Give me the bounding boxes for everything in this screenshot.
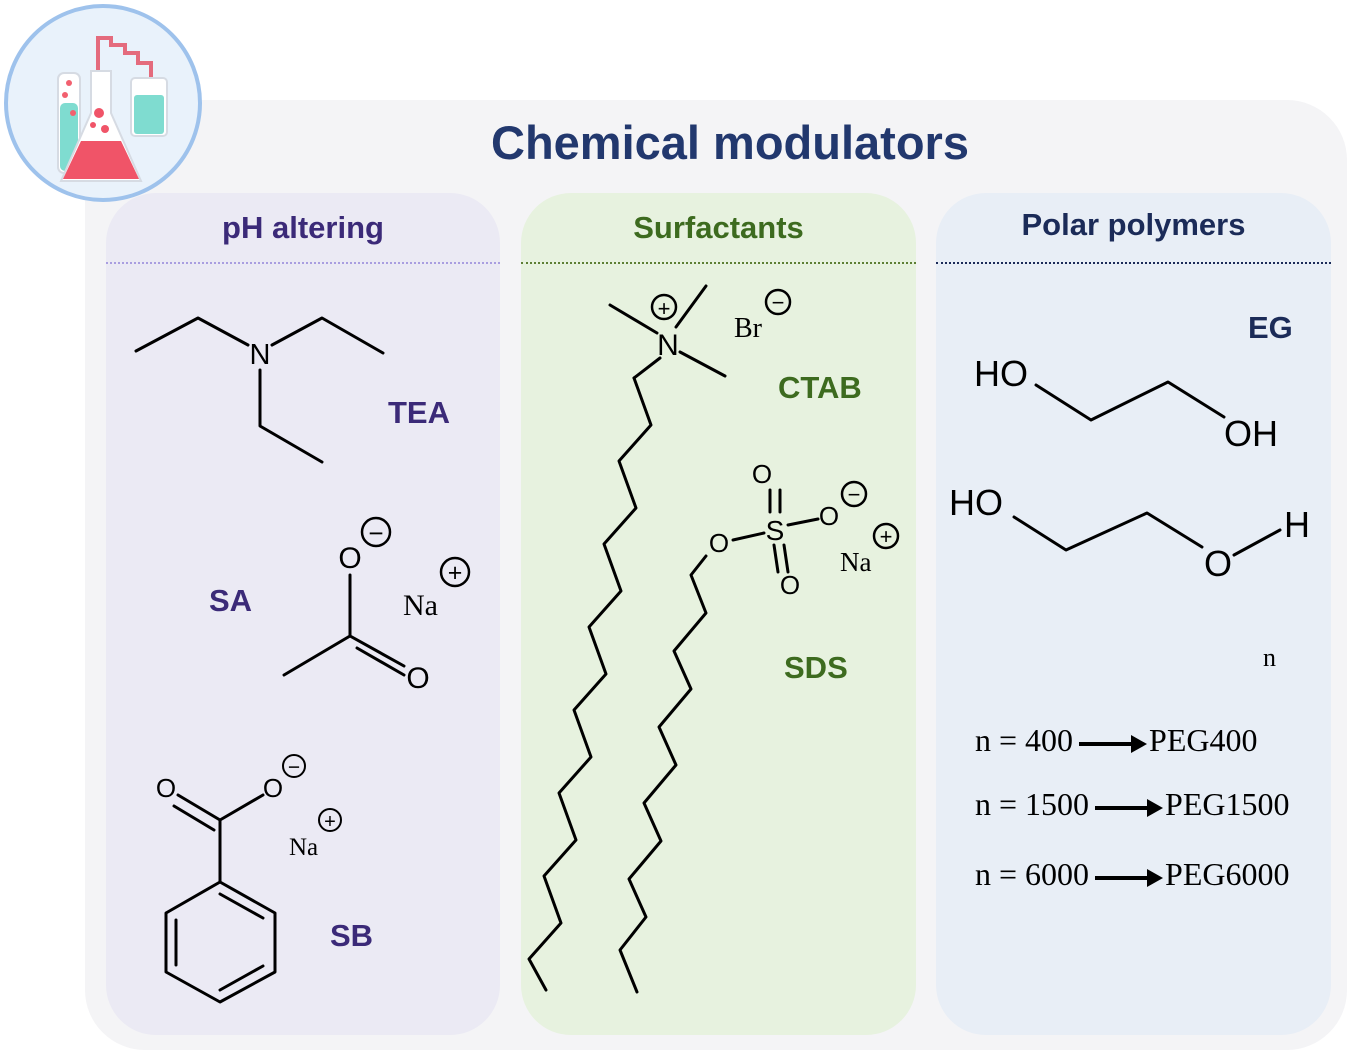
peg-name: PEG400 xyxy=(1149,722,1258,758)
arrow-icon xyxy=(1095,868,1164,887)
arrow-icon xyxy=(1095,798,1164,817)
label-eg: EG xyxy=(1248,310,1293,345)
surfactants-title: Surfactants xyxy=(633,210,804,245)
arrow-icon xyxy=(1079,734,1148,753)
label-ctab: CTAB xyxy=(778,370,862,405)
label-sa: SA xyxy=(209,583,253,618)
surfactants-panel: Surfactants xyxy=(521,193,916,1035)
ph-divider xyxy=(106,262,500,264)
peg-name: PEG1500 xyxy=(1165,786,1290,822)
lab-flask-icon xyxy=(4,4,202,202)
main-title: Chemical modulators xyxy=(491,116,969,169)
ph-altering-panel: pH altering xyxy=(106,193,500,1035)
peg-n-value: n = 6000 xyxy=(975,856,1090,892)
ph-altering-title: pH altering xyxy=(222,210,384,245)
peg-row: n = 6000 PEG6000 xyxy=(975,856,1290,893)
peg-row: n = 1500 PEG1500 xyxy=(975,786,1290,823)
label-sds: SDS xyxy=(784,650,848,685)
surfactants-divider xyxy=(521,262,916,264)
polymers-divider xyxy=(936,262,1331,264)
label-sb: SB xyxy=(330,918,374,953)
polar-polymers-title: Polar polymers xyxy=(1021,207,1246,242)
peg-row: n = 400 PEG400 xyxy=(975,722,1258,759)
peg-n-value: n = 1500 xyxy=(975,786,1090,822)
label-tea: TEA xyxy=(388,395,450,430)
polar-polymers-panel: Polar polymers xyxy=(936,193,1331,1035)
peg-n-value: n = 400 xyxy=(975,722,1074,758)
peg-name: PEG6000 xyxy=(1165,856,1290,892)
